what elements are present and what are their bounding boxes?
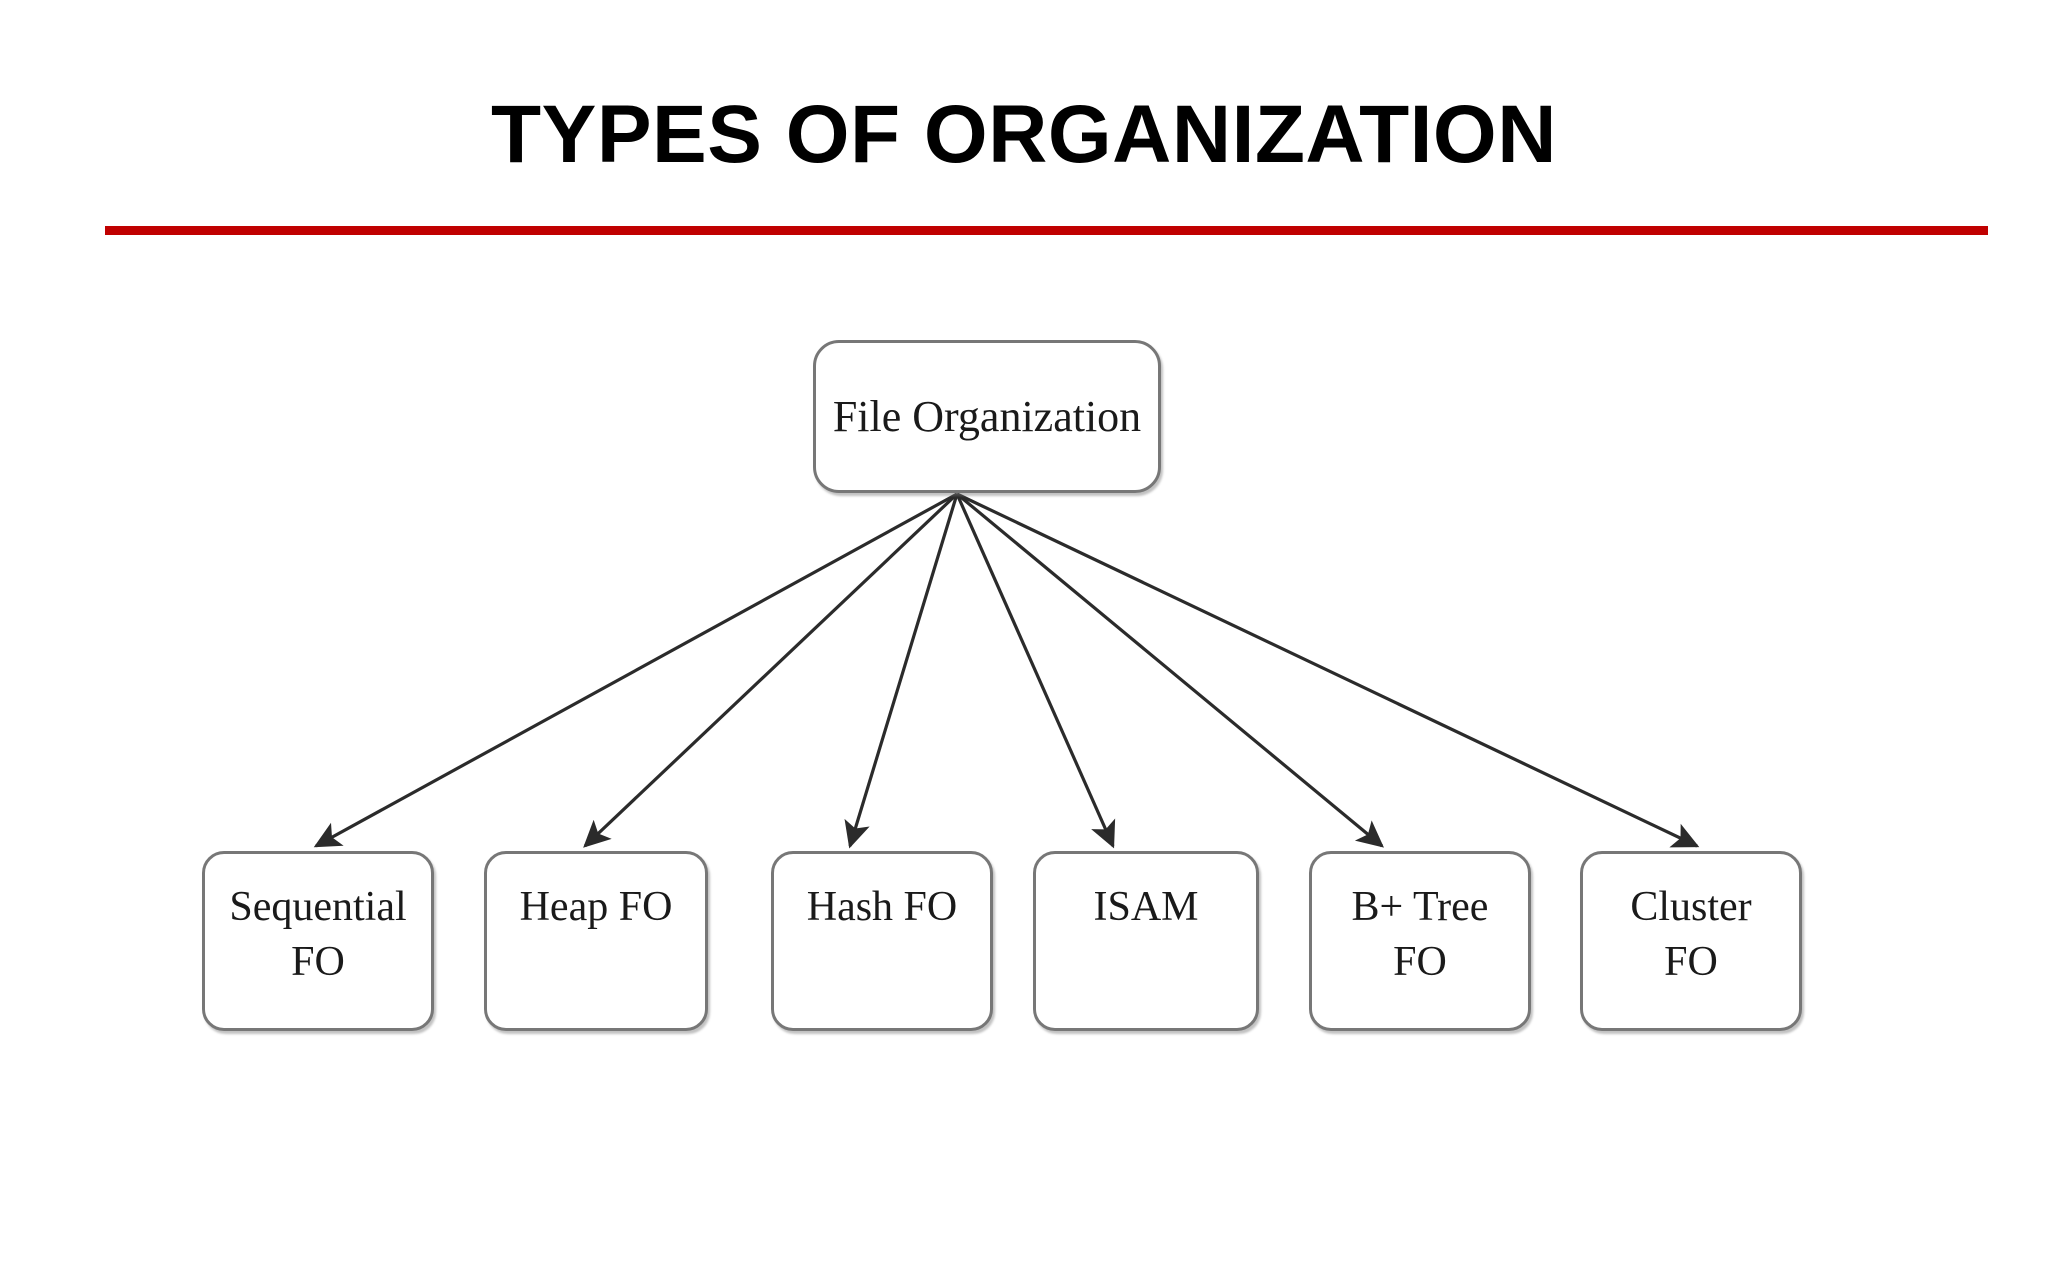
edge-to-btree-fo <box>955 492 1384 848</box>
node-sequential-fo[interactable]: Sequential FO <box>202 851 434 1031</box>
node-btree-fo[interactable]: B+ Tree FO <box>1309 851 1531 1031</box>
edge-to-isam <box>955 493 1116 849</box>
node-cluster-fo-label: Cluster FO <box>1630 884 1752 985</box>
node-heap-fo-label: Heap FO <box>519 884 673 930</box>
title-divider-rule <box>105 226 1988 235</box>
node-sequential-fo-label: Sequential FO <box>229 884 407 985</box>
node-file-organization[interactable]: File Organization <box>813 340 1161 493</box>
edge-to-cluster-fo <box>956 492 1700 848</box>
node-cluster-fo[interactable]: Cluster FO <box>1580 851 1802 1031</box>
node-hash-fo-label: Hash FO <box>806 884 958 930</box>
page-title: TYPES OF ORGANIZATION <box>491 89 1557 180</box>
edge-to-sequential-fo <box>313 492 958 848</box>
node-btree-fo-label: B+ Tree FO <box>1351 884 1489 985</box>
edge-to-hash-fo <box>844 493 959 849</box>
edge-to-heap-fo <box>583 492 959 848</box>
node-isam-label: ISAM <box>1093 884 1199 930</box>
node-isam[interactable]: ISAM <box>1033 851 1259 1031</box>
node-file-organization-label: File Organization <box>832 391 1142 441</box>
node-hash-fo[interactable]: Hash FO <box>771 851 993 1031</box>
node-heap-fo[interactable]: Heap FO <box>484 851 708 1031</box>
